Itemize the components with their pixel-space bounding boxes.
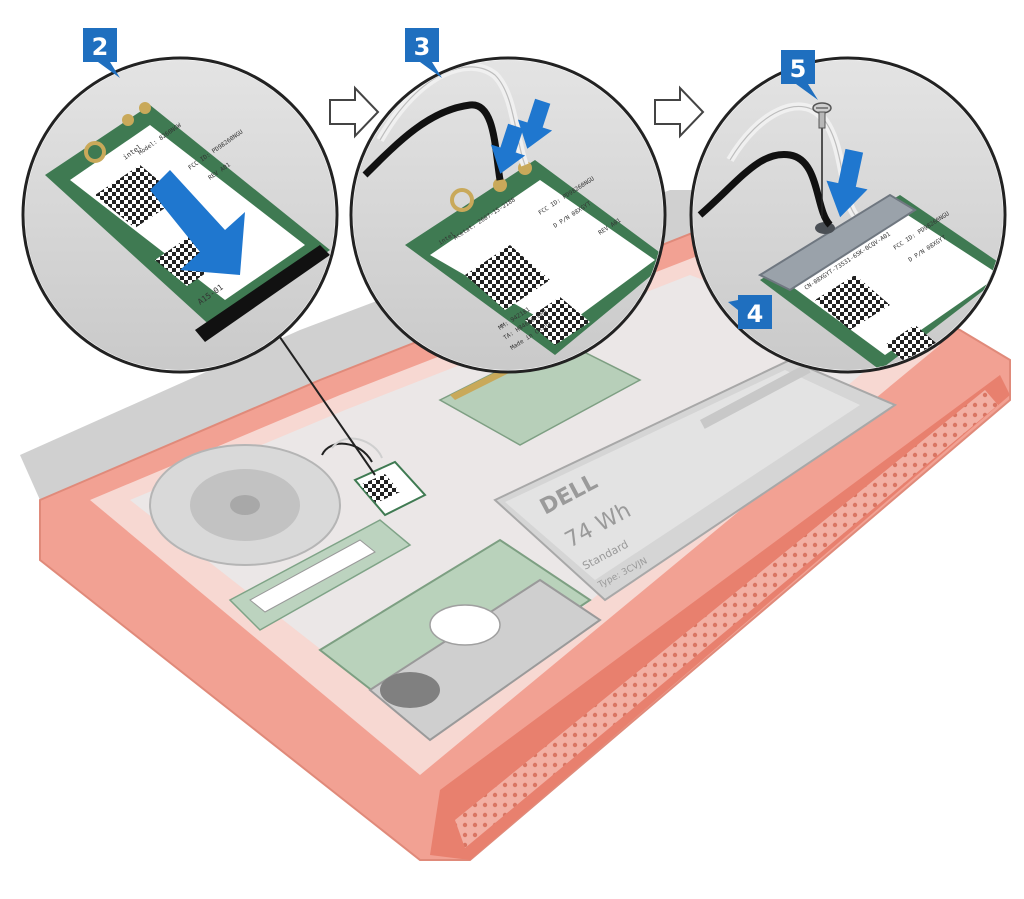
antenna-cable-white [331,437,383,459]
down-arrow-icon [517,98,553,149]
callout-b-antenna-connector-1 [493,178,507,192]
callout-a-screw-notch [84,141,106,163]
screw-icon [812,102,832,218]
callout-b-card-qr-2 [525,297,590,345]
installed-card-qr [360,474,400,503]
wlan-card-bracket [757,193,917,292]
installed-wlan-card [321,437,427,517]
callout-pointer-icon [728,295,772,329]
callout-connect-antenna: intel Acetat: 2607-15-2188 FCC ID: PD982… [349,56,667,374]
step-badge-2: 2 [83,28,120,78]
callout-b-card-label [430,180,655,330]
step-badge-3: 3 [405,28,442,78]
down-arrow-icon [490,123,526,174]
callout-a-antenna-connector-2 [139,102,151,114]
callout-secure-bracket: Acetat: 2607-15-2188 CN-08XGYT-73531-65K… [689,56,1007,374]
step-number-4: 4 [747,300,764,328]
antenna-cable-black [321,442,373,463]
right-arrow-icon [654,85,705,139]
callout-pointer-icon [83,28,120,78]
battery-warning-icons [700,363,811,429]
down-arrow-icon [150,170,245,275]
callout-pointer-icon [781,50,818,100]
callout-a-antenna-connector-1 [122,114,134,126]
callout-a-connector-slot [195,245,330,342]
hard-drive [318,538,602,742]
down-arrow-icon [826,148,868,218]
right-arrow-icon [329,85,380,139]
battery: DELL 74 Wh Standard Type: 3CVJN [493,358,898,602]
step-number-5: 5 [790,55,807,83]
ssd-label [249,539,376,613]
callout-pointer-icon [405,28,442,78]
ssd-module [228,519,412,631]
step-number-2: 2 [92,33,109,61]
hdd-motor [380,672,440,708]
callout-insert-card: intel Model: 8260NGW FCC ID: PD98260NGU … [21,56,339,374]
speaker-grill [455,390,998,848]
laptop-base: DELL 74 Wh Standard Type: 3CVJN [20,190,1011,861]
hdd-label [429,604,501,646]
callout-b-screw-notch [450,188,474,212]
cooling-fan [149,444,341,566]
fan-hub [230,495,260,515]
step-badge-4: 4 [728,295,772,329]
battery-face [505,370,860,580]
callout-c-cable-black [697,150,833,228]
callout-a-card-qr [95,165,180,228]
step-number-3: 3 [414,33,431,61]
callout-c-card-qr [815,275,890,330]
callout-b-card-qr [465,245,550,310]
callout-leader-line [274,329,376,476]
step-badge-5: 5 [781,50,818,100]
